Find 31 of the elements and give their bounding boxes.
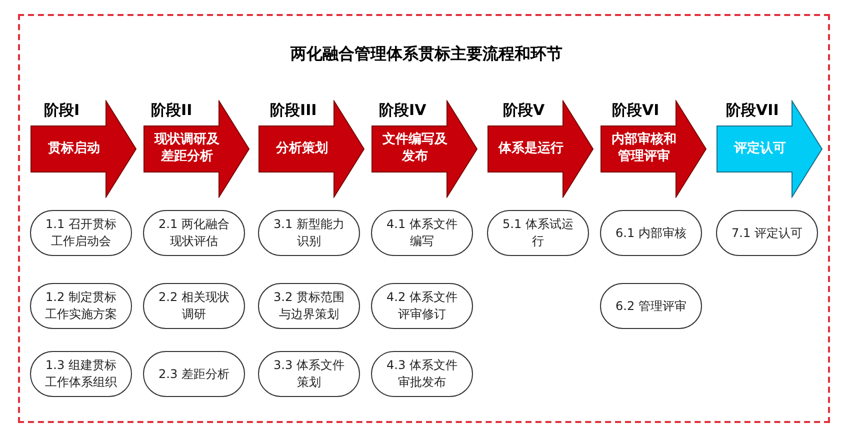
step-pill: 3.1 新型能力识别	[258, 210, 360, 256]
step-pill: 2.1 两化融合现状评估	[143, 210, 245, 256]
stage-heading: 阶段VI	[612, 100, 660, 120]
step-pill: 5.1 体系试运行	[487, 210, 589, 256]
stage-label: 评定认可	[732, 140, 787, 158]
step-pill: 6.1 内部审核	[600, 210, 702, 256]
stage-label: 文件编写及发布	[382, 130, 448, 166]
stage-label: 现状调研及差距分析	[153, 131, 220, 166]
stage-heading: 阶段I	[44, 100, 80, 120]
stage-label: 内部审核和管理评审	[610, 130, 678, 166]
stage-heading: 阶段II	[151, 100, 192, 120]
step-pill: 4.1 体系文件编写	[371, 210, 473, 256]
stage-label: 体系是运行	[497, 140, 564, 158]
step-pill: 4.2 体系文件评审修订	[371, 283, 473, 329]
stage-label: 贯标启动	[47, 140, 101, 158]
step-pill: 2.2 相关现状调研	[143, 283, 245, 329]
step-pill: 6.2 管理评审	[600, 283, 702, 329]
step-pill: 3.3 体系文件策划	[258, 351, 360, 397]
step-pill: 7.1 评定认可	[716, 210, 818, 256]
stage-heading: 阶段V	[503, 100, 545, 120]
stage-heading: 阶段III	[270, 100, 317, 120]
step-pill: 1.3 组建贯标工作体系组织	[30, 351, 132, 397]
step-pill: 4.3 体系文件审批发布	[371, 351, 473, 397]
step-pill: 2.3 差距分析	[143, 351, 245, 397]
step-pill: 1.1 召开贯标工作启动会	[30, 210, 132, 256]
step-pill: 1.2 制定贯标工作实施方案	[30, 283, 132, 329]
stage-label: 分析策划	[274, 140, 329, 158]
stage-heading: 阶段IV	[379, 100, 426, 120]
diagram-title: 两化融合管理体系贯标主要流程和环节	[290, 44, 564, 65]
step-pill: 3.2 贯标范围与边界策划	[258, 283, 360, 329]
stage-heading: 阶段VII	[726, 100, 779, 120]
